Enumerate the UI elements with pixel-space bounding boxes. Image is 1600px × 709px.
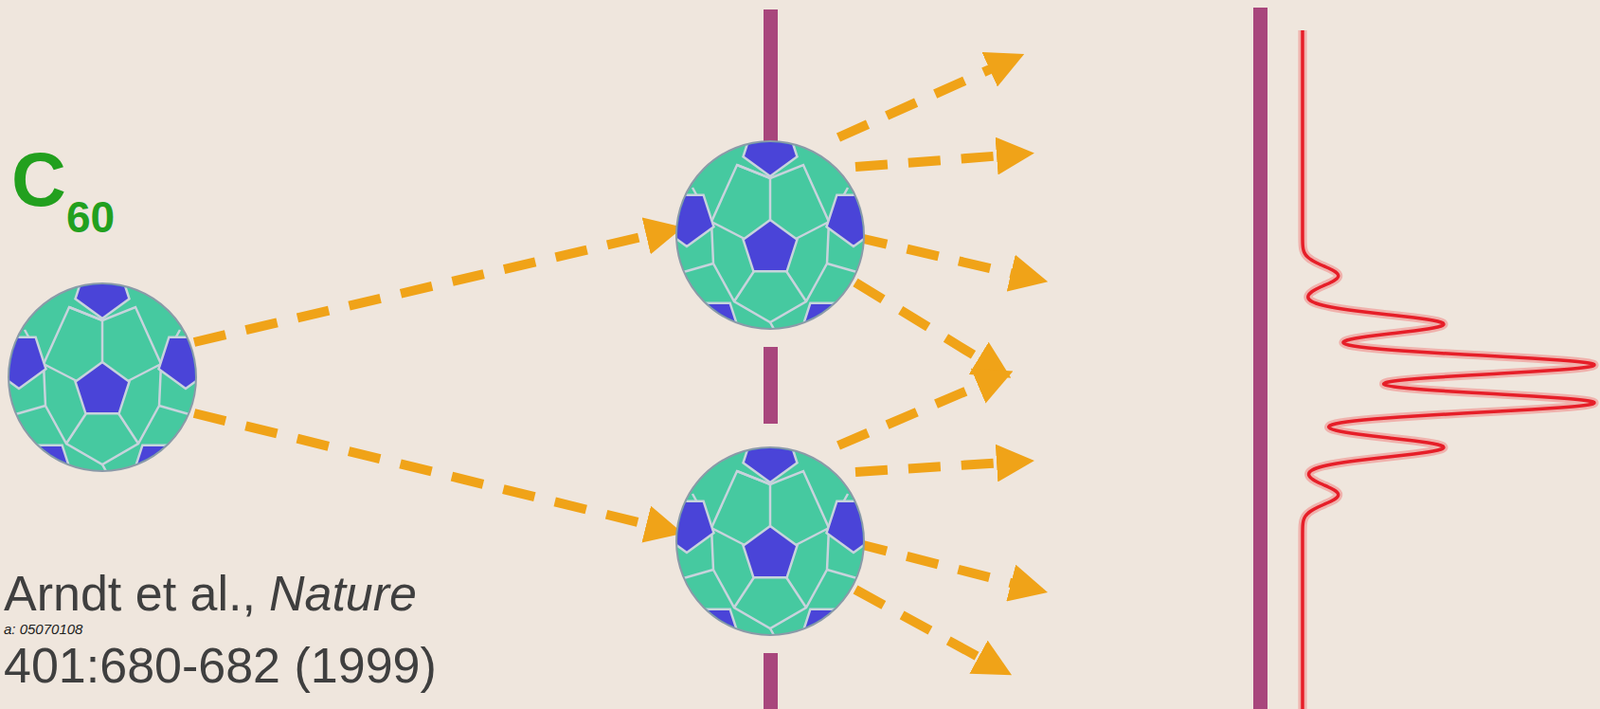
watermark-code: a: 05070108 bbox=[3, 621, 83, 636]
c60-molecule bbox=[0, 267, 214, 497]
trajectory-arrows bbox=[194, 66, 1019, 661]
interference-pattern bbox=[1302, 30, 1595, 709]
pattern-curve bbox=[1302, 30, 1595, 709]
formula-label: C bbox=[11, 142, 67, 218]
c60-molecule bbox=[660, 431, 881, 661]
pattern-glow bbox=[1302, 30, 1595, 709]
formula-subscript: 60 bbox=[66, 195, 115, 239]
detector-screen bbox=[1253, 7, 1268, 709]
citation-journal: Nature bbox=[269, 568, 417, 618]
c60-molecule bbox=[660, 125, 881, 355]
citation-volume: 401:680-682 (1999) bbox=[3, 640, 437, 690]
citation-authors: Arndt et al., bbox=[3, 568, 256, 618]
